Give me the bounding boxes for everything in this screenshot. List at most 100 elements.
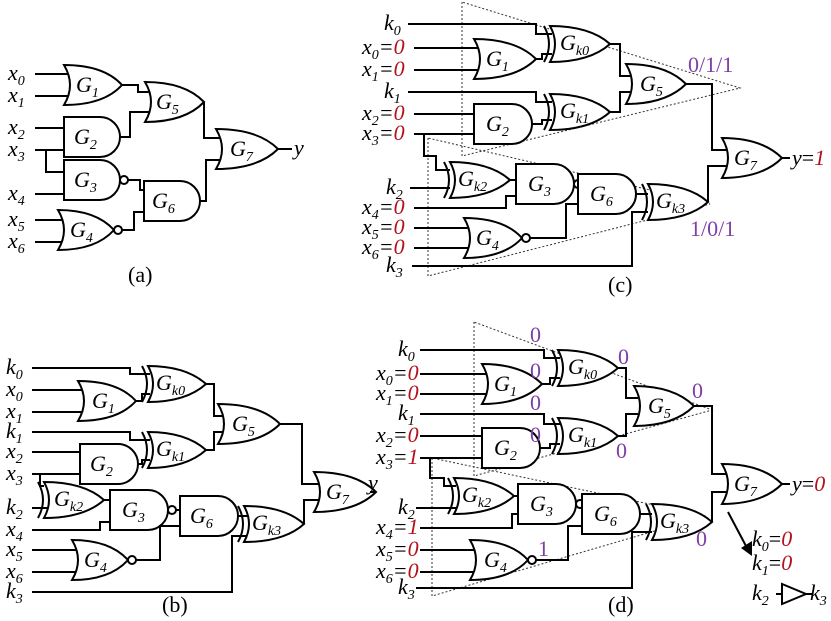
label-c-gk0: Gk0: [560, 30, 589, 59]
gate-b-g7: [312, 470, 378, 514]
label-x1: x1: [7, 82, 25, 111]
d-result-k2: k2: [752, 580, 769, 609]
label-d-x1: x1=0: [375, 380, 419, 409]
label-b-g4: G4: [84, 547, 107, 576]
label-c-k3: k3: [386, 252, 403, 281]
label-b-x2: x2: [5, 438, 23, 467]
label-g2: G2: [74, 124, 97, 153]
gate-b-gk1: [146, 430, 208, 470]
label-d-g2: G2: [494, 435, 517, 464]
caption-a: (a): [128, 262, 152, 287]
label-x4: x4: [7, 180, 25, 209]
label-g1: G1: [76, 72, 99, 101]
label-b-k0: k0: [6, 354, 23, 383]
label-d-gk1: Gk1: [568, 422, 597, 451]
label-c-gk3: Gk3: [656, 188, 685, 217]
gate-b-gk0: [146, 364, 208, 404]
gate-c-gk3: [646, 182, 710, 222]
label-c-x4: x4=0: [361, 194, 405, 223]
gate-d-g5: [632, 384, 696, 428]
gate-c-g1: [472, 37, 538, 81]
label-d-y: y=0: [790, 471, 825, 496]
label-g3: G3: [74, 167, 97, 196]
d-result-arrow: [727, 511, 747, 547]
label-d-x4: x4=1: [375, 514, 419, 543]
label-b-x5: x5: [5, 536, 23, 565]
label-c-k2: k2: [386, 174, 403, 203]
d-annotation-k0: 0: [530, 322, 541, 347]
label-d-g4: G4: [484, 547, 507, 576]
label-b-g1: G1: [92, 388, 115, 417]
label-x5: x5: [7, 206, 25, 235]
gate-d-g7: [720, 462, 784, 506]
label-d-x3: x3=1: [375, 444, 419, 473]
label-d-g7: G7: [734, 471, 758, 500]
gate-b-gk2: [42, 480, 106, 520]
annotation-c-lower: 1/0/1: [690, 216, 735, 241]
caption-d: (d): [608, 592, 634, 617]
gate-d-gk2: [452, 476, 516, 516]
label-c-x1: x1=0: [361, 56, 405, 85]
label-g4: G4: [70, 217, 93, 246]
g4-bubble: [113, 225, 123, 235]
d-buffer-gate: [781, 582, 809, 606]
gate-g7: [214, 127, 280, 171]
gate-g5: [143, 80, 206, 124]
d-result-k0: k0=0: [752, 526, 792, 555]
gate-d-g2: [481, 427, 541, 469]
label-g6: G6: [152, 188, 175, 217]
label-b-gk1: Gk1: [156, 436, 185, 465]
label-d-g3: G3: [530, 491, 553, 520]
label-c-g7: G7: [734, 145, 758, 174]
label-g7: G7: [230, 136, 254, 165]
panel-c-key-attack: k0 x0=0 x1=0 k1 x2=0 x3=0 k2 x4=0 x5=0 x…: [361, 1, 825, 297]
gate-d-gk0: [556, 348, 620, 388]
d-result-k1: k1=0: [752, 550, 792, 579]
d-annotation-g2: 0: [530, 422, 541, 447]
label-d-gk2: Gk2: [462, 482, 491, 511]
gate-b-g2: [79, 443, 139, 485]
caption-c: (c): [608, 272, 632, 297]
label-b-gk0: Gk0: [156, 370, 185, 399]
label-d-k2: k2: [398, 494, 415, 523]
b-g3-bubble: [167, 505, 177, 515]
label-c-k0: k0: [384, 10, 401, 39]
label-d-x5: x5=0: [375, 536, 419, 565]
label-b-x1: x1: [5, 398, 23, 427]
label-c-g6: G6: [590, 181, 613, 210]
gate-c-g4: [462, 216, 524, 260]
label-b-k3: k3: [6, 578, 23, 607]
label-b-g7: G7: [326, 479, 350, 508]
label-b-x4: x4: [5, 516, 23, 545]
label-d-g5: G5: [648, 393, 671, 422]
label-b-k2: k2: [6, 494, 23, 523]
label-b-gk2: Gk2: [54, 486, 83, 515]
b-g4-bubble: [127, 555, 137, 565]
label-d-k3: k3: [398, 574, 415, 603]
label-d-x6: x6=0: [375, 558, 419, 587]
label-d-x0: x0=0: [375, 360, 419, 389]
d-annotation-g5: 0: [692, 378, 703, 403]
label-d-x2: x2=0: [375, 422, 419, 451]
panel-a-original-circuit: x0 x1 x2 x3 x4 x5 x6 G1 G2 G3 G4 G5 G6 G…: [7, 60, 304, 287]
gate-c-g7: [720, 136, 784, 180]
c-g4-bubble: [521, 233, 531, 243]
label-d-k1: k1: [398, 400, 415, 429]
d-annotation-gk0: 0: [618, 344, 629, 369]
d-g4-bubble: [527, 555, 537, 565]
annotation-c-upper: 0/1/1: [688, 52, 733, 77]
label-c-k1: k1: [384, 78, 401, 107]
label-d-g1: G1: [494, 371, 517, 400]
gate-b-gk3: [242, 504, 306, 544]
gate-c-g6: [577, 173, 637, 215]
caption-b: (b): [162, 592, 188, 617]
label-x3: x3: [7, 136, 25, 165]
gate-d-gk3: [650, 502, 714, 542]
label-x6: x6: [7, 228, 25, 257]
d-result-arrowhead: [741, 541, 752, 556]
label-c-x6: x6=0: [361, 234, 405, 263]
gate-b-g6: [179, 495, 239, 537]
gate-g4: [56, 208, 116, 252]
